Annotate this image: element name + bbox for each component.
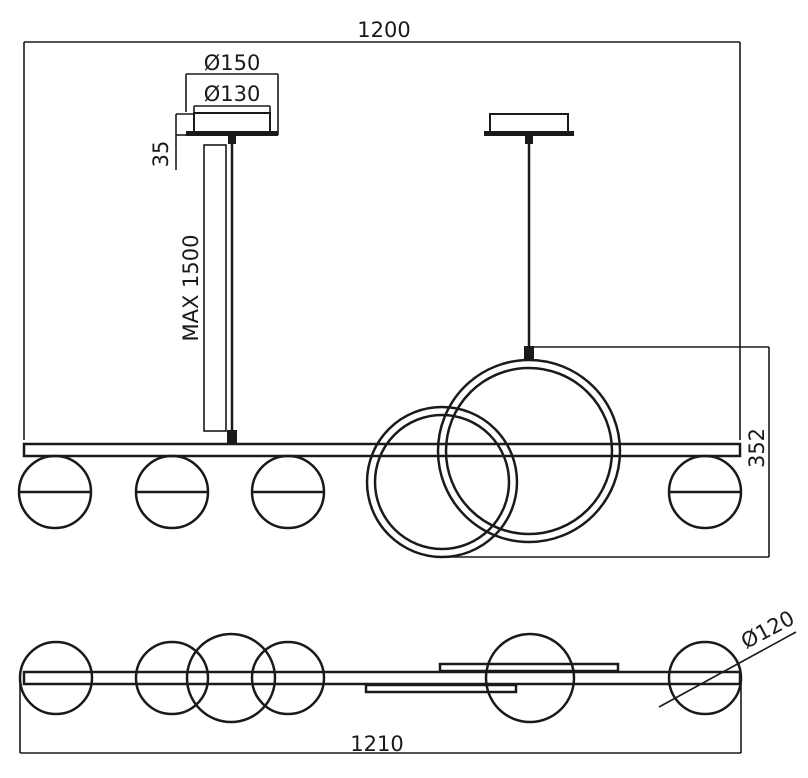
globe-top-back-2 [484, 632, 576, 724]
globe-front-1 [17, 454, 93, 530]
ring-plate-large [438, 662, 620, 673]
suspension-cable-left [227, 144, 237, 444]
canopy-right [484, 113, 574, 144]
dimension-ring-height: 352 [442, 346, 770, 558]
dimension-canopy-diameters: Ø150 Ø130 [185, 51, 279, 135]
canopy-left [186, 112, 278, 144]
dimension-label-352: 352 [745, 428, 769, 468]
globe-top-2 [134, 640, 210, 716]
suspension-cable-right [524, 144, 534, 360]
dimension-total-width-front: 1200 [23, 18, 741, 440]
top-bar [22, 670, 742, 686]
dimension-label-o150: Ø150 [204, 51, 261, 75]
globe-front-2 [134, 454, 210, 530]
globe-top-3 [250, 640, 326, 716]
dimension-max-drop: MAX 1500 [179, 144, 227, 432]
top-view: Ø120 1210 [18, 606, 798, 756]
horizontal-bar [22, 442, 742, 458]
dimension-label-o130: Ø130 [204, 82, 261, 106]
globe-top-4 [667, 640, 743, 716]
dimension-label-35: 35 [149, 141, 173, 168]
ring-large [436, 358, 622, 544]
globe-front-3 [250, 454, 326, 530]
front-view: 1200 Ø150 Ø130 35 MA [17, 18, 770, 559]
dimension-label-o120: Ø120 [737, 606, 798, 654]
dimension-total-width-top: 1210 [19, 678, 742, 756]
dimension-label-max-1500: MAX 1500 [179, 235, 203, 342]
globe-front-4 [667, 454, 743, 530]
dimension-label-1200: 1200 [357, 18, 410, 42]
dimension-globe-diameter: Ø120 [658, 606, 798, 708]
dimension-canopy-height: 35 [149, 113, 194, 170]
ring-plate-small [364, 683, 518, 694]
ring-small [365, 405, 519, 559]
globe-top-1 [18, 640, 94, 716]
globe-top-back-1 [185, 632, 277, 724]
dimension-label-1210: 1210 [350, 732, 403, 756]
